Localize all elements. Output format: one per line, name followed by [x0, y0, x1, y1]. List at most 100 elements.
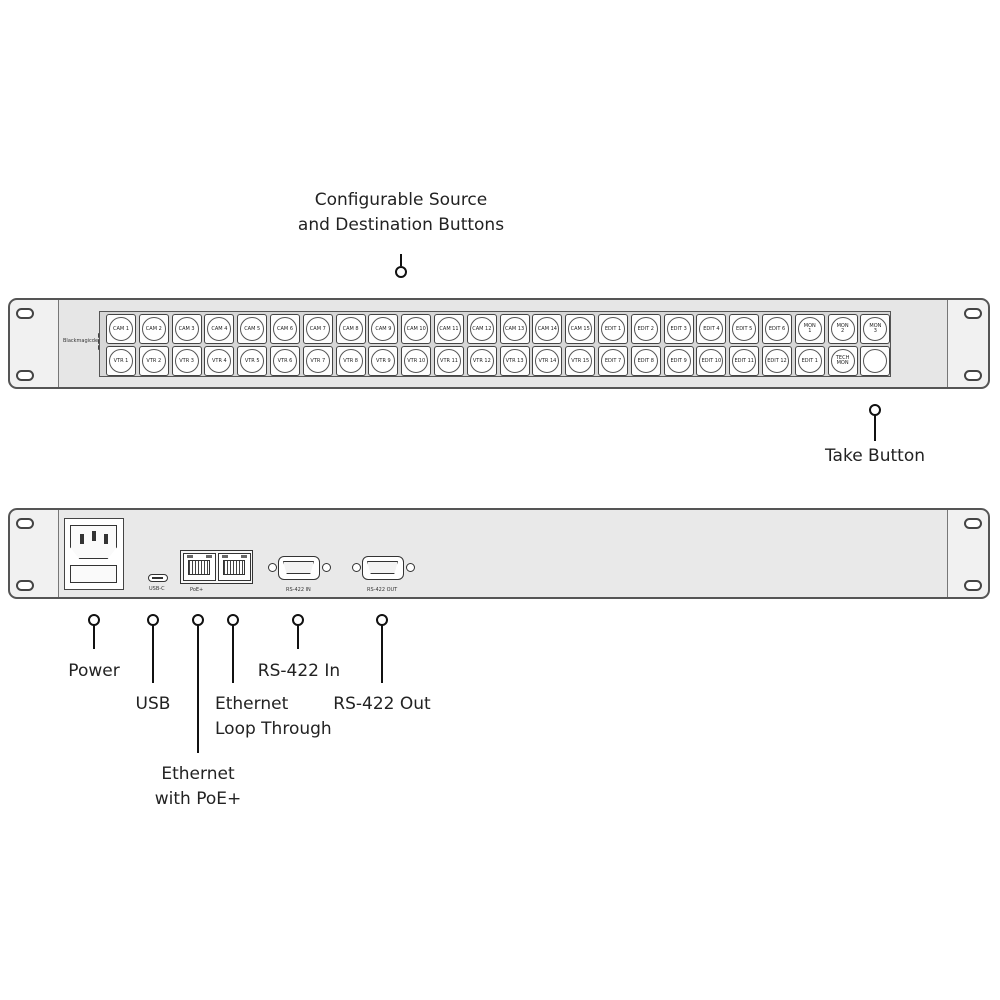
take-button[interactable] [860, 346, 891, 376]
power-pin [104, 534, 108, 544]
rack-ear-hole [16, 580, 34, 591]
button-label: VTR 14 [535, 349, 560, 373]
button-label: CAM 15 [568, 317, 593, 341]
button-label: VTR 12 [469, 349, 494, 373]
button-label: CAM 4 [207, 317, 232, 341]
callout-label-line: Ethernet [215, 694, 289, 714]
screw-icon [322, 563, 331, 572]
button-label: EDIT 7 [601, 349, 625, 373]
source-destination-button[interactable]: EDIT 12 [762, 346, 792, 376]
callout-line [197, 625, 199, 753]
source-destination-button[interactable]: EDIT 1 [598, 314, 628, 344]
source-destination-button[interactable]: CAM 12 [466, 314, 497, 344]
source-destination-button[interactable]: VTR 6 [270, 346, 300, 376]
link-led [222, 555, 228, 558]
rs422-in-port[interactable] [266, 556, 332, 580]
button-label: VTR 9 [371, 349, 396, 373]
button-label: EDIT 8 [633, 349, 658, 373]
callout-label-line: Configurable Source [314, 190, 488, 210]
source-destination-button[interactable]: VTR 13 [499, 346, 530, 376]
button-label: VTR 7 [305, 349, 330, 373]
poe-caption: PoE+ [190, 587, 204, 593]
callout-label-ethernet-loop: Ethernet Loop Through [215, 692, 355, 742]
source-destination-button[interactable]: EDIT 11 [729, 346, 760, 376]
source-destination-button[interactable]: VTR 2 [138, 346, 169, 376]
power-pin [80, 534, 84, 544]
source-destination-button[interactable]: CAM 7 [302, 314, 333, 344]
rack-ear-hole [16, 518, 34, 529]
source-destination-button[interactable]: CAM 15 [565, 314, 596, 344]
source-destination-button[interactable]: EDIT 10 [696, 346, 727, 376]
button-label: EDIT 5 [732, 317, 757, 341]
source-destination-button[interactable]: EDIT 9 [663, 346, 694, 376]
source-destination-button[interactable]: VTR 10 [401, 346, 432, 376]
source-destination-button[interactable]: VTR 3 [171, 346, 202, 376]
source-destination-button[interactable]: VTR 15 [565, 346, 596, 376]
source-destination-button[interactable]: CAM 8 [335, 314, 366, 344]
source-destination-button[interactable]: VTR 9 [368, 346, 399, 376]
source-destination-button[interactable]: EDIT 5 [729, 314, 760, 344]
rs422-out-port[interactable] [350, 556, 416, 580]
source-destination-button[interactable]: EDIT 2 [630, 314, 661, 344]
callout-dot [395, 266, 407, 278]
source-destination-button[interactable]: EDIT 4 [696, 314, 727, 344]
button-label [863, 349, 888, 373]
source-destination-button[interactable]: CAM 1 [106, 314, 136, 344]
source-destination-button[interactable]: CAM 5 [237, 314, 268, 344]
power-inlet[interactable] [64, 518, 124, 590]
source-destination-button[interactable]: VTR 4 [204, 346, 235, 376]
source-destination-button[interactable]: VTR 5 [237, 346, 268, 376]
button-label: EDIT 12 [765, 349, 789, 373]
source-destination-button[interactable]: CAM 4 [204, 314, 235, 344]
rack-ear-hole [964, 518, 982, 529]
source-destination-button[interactable]: EDIT 7 [598, 346, 628, 376]
source-destination-button[interactable]: EDIT 1 [794, 346, 825, 376]
source-destination-button[interactable]: CAM 13 [499, 314, 530, 344]
callout-label-rs422-in: RS-422 In [257, 661, 341, 681]
button-label: VTR 4 [207, 349, 232, 373]
usb-c-port[interactable] [148, 574, 168, 582]
source-destination-button[interactable]: EDIT 3 [663, 314, 694, 344]
callout-label-take-button: Take Button [824, 446, 926, 466]
source-destination-button[interactable]: EDIT 8 [630, 346, 661, 376]
button-label: EDIT 3 [666, 317, 691, 341]
rack-ear-hole [964, 580, 982, 591]
ethernet-poe-port[interactable] [183, 553, 216, 581]
button-label: CAM 1 [109, 317, 133, 341]
callout-line [297, 625, 299, 649]
source-destination-button[interactable]: CAM 14 [532, 314, 563, 344]
ethernet-ports-frame [180, 550, 253, 584]
screw-icon [268, 563, 277, 572]
source-destination-button[interactable]: VTR 7 [302, 346, 333, 376]
source-destination-button[interactable]: CAM 2 [138, 314, 169, 344]
button-label: VTR 10 [404, 349, 429, 373]
button-label: EDIT 2 [633, 317, 658, 341]
source-destination-button[interactable]: CAM 3 [171, 314, 202, 344]
button-label: CAM 5 [240, 317, 265, 341]
callout-label-usb: USB [135, 694, 171, 714]
source-destination-button[interactable]: CAM 11 [434, 314, 464, 344]
button-label: CAM 6 [273, 317, 297, 341]
source-destination-button[interactable]: VTR 1 [106, 346, 136, 376]
fuse-holder [70, 565, 117, 583]
rj45-jack [188, 560, 210, 575]
callout-label-line: Ethernet [161, 764, 235, 784]
source-destination-button[interactable]: CAM 9 [368, 314, 399, 344]
ethernet-loop-port[interactable] [218, 553, 251, 581]
source-destination-button[interactable]: VTR 12 [466, 346, 497, 376]
source-destination-button[interactable]: CAM 10 [401, 314, 432, 344]
source-destination-button[interactable]: VTR 8 [335, 346, 366, 376]
source-destination-button[interactable]: VTR 14 [532, 346, 563, 376]
callout-label-ethernet-poe: Ethernet with PoE+ [138, 762, 258, 812]
source-destination-button[interactable]: EDIT 6 [762, 314, 792, 344]
source-destination-button[interactable]: CAM 6 [270, 314, 300, 344]
source-destination-button[interactable]: VTR 11 [434, 346, 464, 376]
screw-icon [352, 563, 361, 572]
